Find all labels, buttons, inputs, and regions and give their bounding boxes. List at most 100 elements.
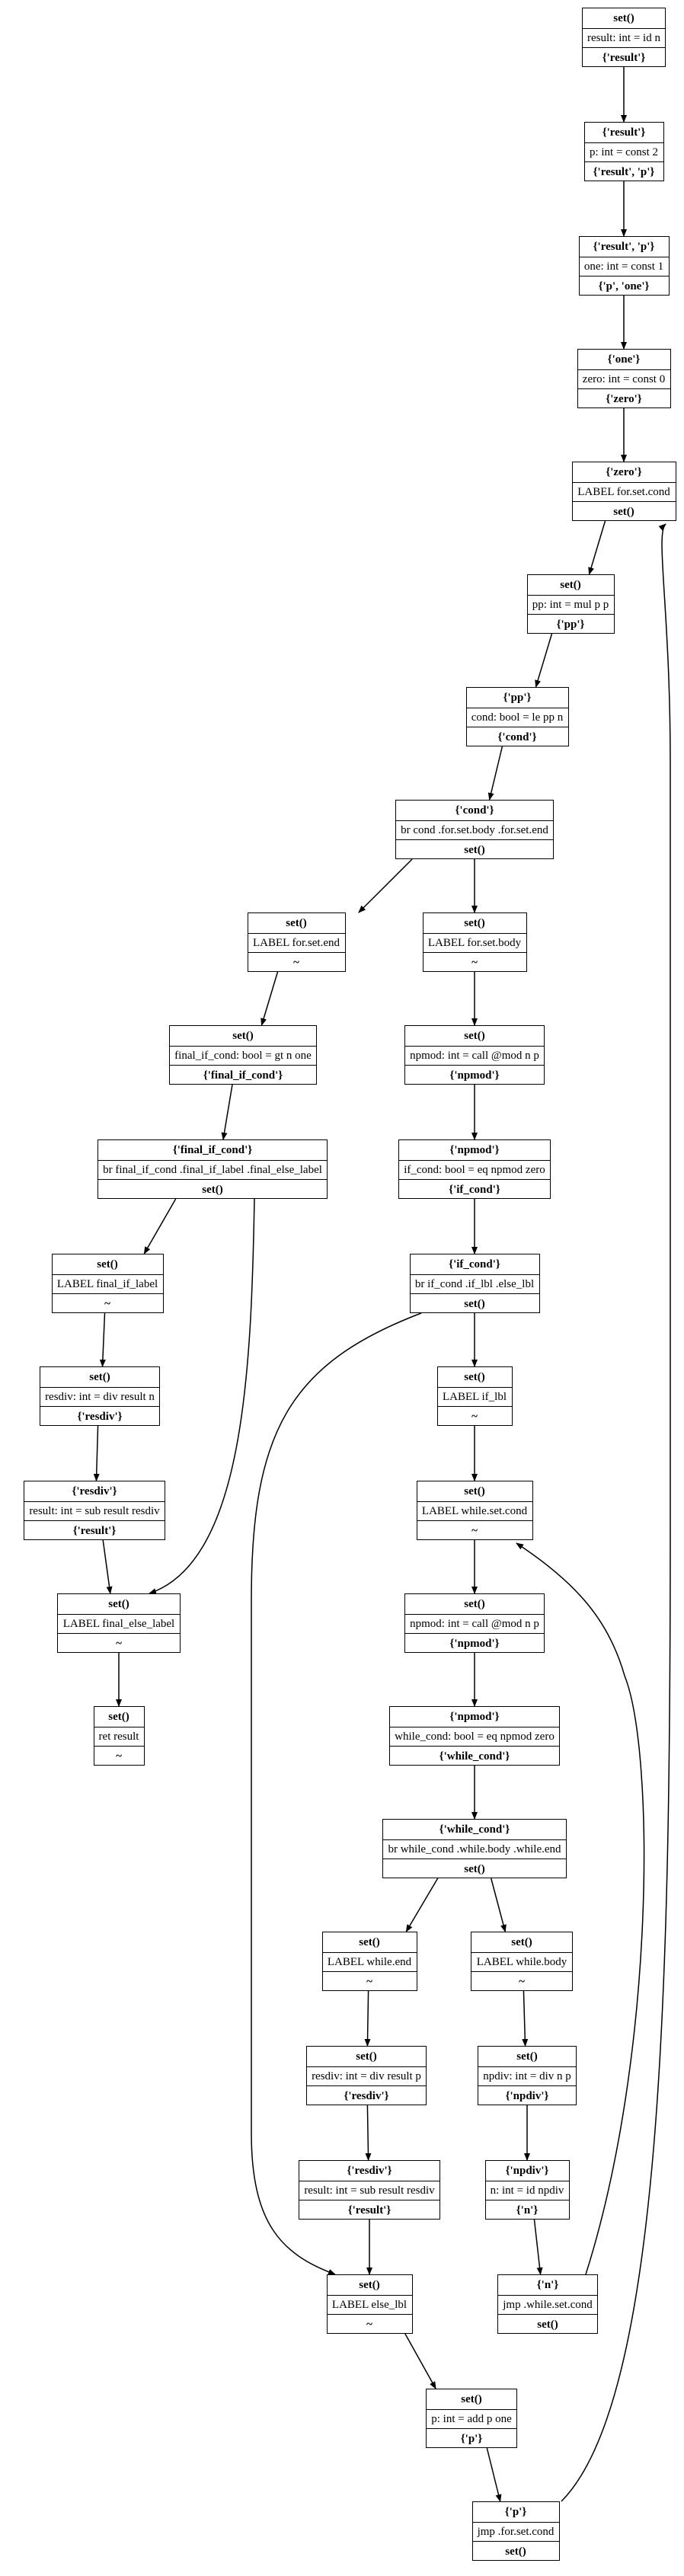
live-in-set: {'pp'} xyxy=(503,691,532,704)
edge-arrow xyxy=(588,520,606,575)
cfg-node: set()LABEL for.set.body~ xyxy=(422,912,527,972)
instruction-text: LABEL final_if_label xyxy=(52,1274,163,1294)
live-out-set: ~ xyxy=(116,1750,122,1763)
live-in-set: set() xyxy=(97,1258,118,1270)
live-in-set: set() xyxy=(359,2278,380,2291)
live-out-set: {'pp'} xyxy=(556,618,585,631)
instruction-text: resdiv: int = div result p xyxy=(307,2066,426,2086)
live-in-set: {'result'} xyxy=(602,126,646,139)
instruction-text: br cond .for.set.body .for.set.end xyxy=(396,820,553,840)
cfg-node: {'final_if_cond'}br final_if_cond .final… xyxy=(97,1139,328,1199)
live-out-set: {'result', 'p'} xyxy=(593,165,655,178)
live-out-set: {'while_cond'} xyxy=(439,1750,510,1763)
live-out-set: {'npmod'} xyxy=(449,1637,500,1650)
instruction-text: p: int = const 2 xyxy=(584,142,663,162)
instruction-text: LABEL if_lbl xyxy=(437,1387,512,1407)
cfg-node: set()ret result~ xyxy=(93,1706,145,1766)
instruction-text: resdiv: int = div result n xyxy=(40,1387,159,1407)
edge-arrow xyxy=(535,633,553,688)
live-out-set: {'npdiv'} xyxy=(505,2089,549,2102)
cfg-node: {'resdiv'}result: int = sub result resdi… xyxy=(24,1481,165,1540)
cfg-node: set()LABEL for.set.end~ xyxy=(247,912,346,972)
live-in-set: set() xyxy=(108,1597,129,1610)
instruction-text: result: int = sub result resdiv xyxy=(299,2181,439,2200)
live-in-set: set() xyxy=(286,916,307,929)
live-out-set: set() xyxy=(537,2318,558,2331)
edge-arrow xyxy=(99,1312,106,1367)
cfg-node: {'result'} p: int = const 2 {'result', 'p'… xyxy=(583,122,664,181)
live-in-set: set() xyxy=(464,1370,485,1383)
live-out-set: {'zero'} xyxy=(606,392,642,405)
cfg-node: set() LABEL final_else_label ~ xyxy=(57,1593,181,1653)
cfg-node: {'npmod'}while_cond: bool = eq npmod zer… xyxy=(389,1706,560,1766)
live-out-set: set() xyxy=(613,505,634,518)
live-in-set: set() xyxy=(464,1597,485,1610)
edge-arrow xyxy=(143,1198,177,1254)
live-in-set: set() xyxy=(89,1370,110,1383)
cfg-node: {'one'}zero: int = const 0{'zero'} xyxy=(577,349,671,408)
edge-arrow xyxy=(364,1990,371,2047)
live-in-set: set() xyxy=(613,11,634,24)
live-out-set: {'cond'} xyxy=(497,730,537,743)
cfg-node: {'result', 'p'}one: int = const 1{'p', '… xyxy=(578,236,670,296)
live-out-set: {'p', 'one'} xyxy=(598,280,650,292)
instruction-text: LABEL for.set.cond xyxy=(572,482,676,502)
live-in-set: set() xyxy=(464,1029,485,1042)
instruction-text: cond: bool = le pp n xyxy=(466,708,568,727)
cfg-node: set()LABEL while.end~ xyxy=(321,1932,417,1991)
live-out-set: ~ xyxy=(471,1410,478,1423)
live-in-set: {'while_cond'} xyxy=(439,1823,510,1836)
live-in-set: set() xyxy=(232,1029,254,1042)
edge-arrow xyxy=(149,1198,255,1594)
cfg-node: set()npmod: int = call @mod n p{'npmod'} xyxy=(404,1025,545,1085)
cfg-node: set()LABEL while.set.cond~ xyxy=(416,1481,533,1540)
live-in-set: {'npmod'} xyxy=(449,1710,500,1723)
cfg-node: {'zero'} LABEL for.set.cond set() xyxy=(571,462,676,521)
instruction-text: result: int = id n xyxy=(583,28,665,48)
live-in-set: {'resdiv'} xyxy=(347,2164,392,2177)
live-out-set: {'result'} xyxy=(602,51,646,64)
live-in-set: {'final_if_cond'} xyxy=(172,1143,253,1156)
live-out-set: ~ xyxy=(519,1975,525,1988)
edge-arrow xyxy=(102,1539,113,1594)
edge-arrow xyxy=(405,1878,439,1932)
live-in-set: set() xyxy=(560,578,581,591)
instruction-text: LABEL final_else_label xyxy=(58,1614,180,1634)
edge-arrow xyxy=(533,2219,543,2275)
cfg-node: set()resdiv: int = div result n{'resdiv'… xyxy=(40,1366,160,1426)
edge-arrow xyxy=(260,971,279,1026)
instruction-text: LABEL while.end xyxy=(322,1952,417,1972)
instruction-text: npmod: int = call @mod n p xyxy=(405,1046,544,1066)
live-out-set: set() xyxy=(464,843,485,856)
live-in-set: {'npdiv'} xyxy=(505,2164,549,2177)
cfg-node: {'pp'} cond: bool = le pp n {'cond'} xyxy=(465,687,569,746)
live-out-set: {'resdiv'} xyxy=(344,2089,389,2102)
live-in-set: set() xyxy=(461,2392,482,2405)
live-out-set: ~ xyxy=(471,1524,478,1537)
instruction-text: br if_cond .if_lbl .else_lbl xyxy=(410,1274,539,1294)
live-out-set: ~ xyxy=(116,1637,122,1650)
edge-arrow xyxy=(365,2105,372,2161)
live-in-set: {'one'} xyxy=(607,353,641,366)
instruction-text: LABEL for.set.body xyxy=(423,933,526,953)
live-out-set: ~ xyxy=(104,1297,110,1310)
live-in-set: {'n'} xyxy=(536,2278,559,2291)
live-in-set: {'npmod'} xyxy=(449,1143,500,1156)
instruction-text: n: int = id npdiv xyxy=(485,2181,569,2200)
edge-arrow xyxy=(561,523,671,2502)
cfg-node: {'cond'} br cond .for.set.body .for.set.e… xyxy=(395,800,554,859)
edge-arrow xyxy=(404,2333,436,2389)
live-out-set: ~ xyxy=(293,956,299,969)
live-in-set: {'cond'} xyxy=(455,804,494,817)
live-in-set: {'zero'} xyxy=(606,465,642,478)
live-in-set: set() xyxy=(356,2050,377,2063)
live-in-set: set() xyxy=(359,1935,380,1948)
instruction-text: LABEL while.set.cond xyxy=(417,1501,532,1521)
live-out-set: {'result'} xyxy=(72,1524,117,1537)
cfg-node: {'npdiv'}n: int = id npdiv{'n'} xyxy=(484,2160,570,2220)
live-in-set: set() xyxy=(108,1710,129,1723)
live-out-set: set() xyxy=(505,2545,526,2558)
instruction-text: final_if_cond: bool = gt n one xyxy=(170,1046,316,1066)
